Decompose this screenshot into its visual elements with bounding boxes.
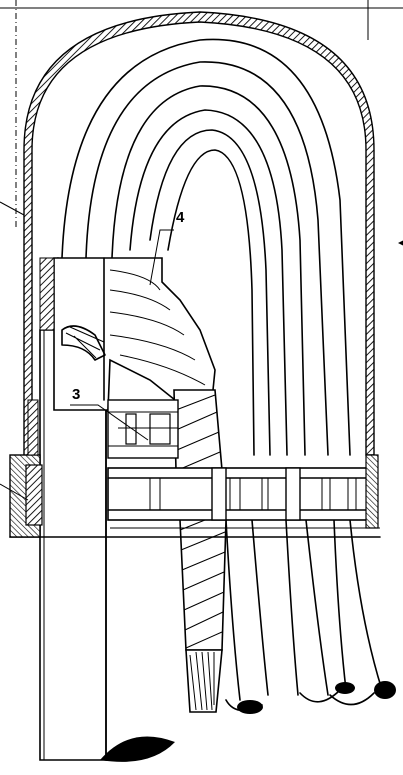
callout-label-3: 3 xyxy=(72,386,80,403)
clamp-ring xyxy=(9,454,381,538)
leader-lines xyxy=(70,229,174,441)
descending-conductors xyxy=(225,519,396,714)
callout-label-4: 4 xyxy=(176,209,185,226)
taped-cable xyxy=(173,389,227,713)
connector-block xyxy=(107,399,179,459)
conductor-strands xyxy=(61,325,106,361)
sheet-frame-lines xyxy=(0,0,403,230)
hood-base-flange xyxy=(0,257,55,538)
